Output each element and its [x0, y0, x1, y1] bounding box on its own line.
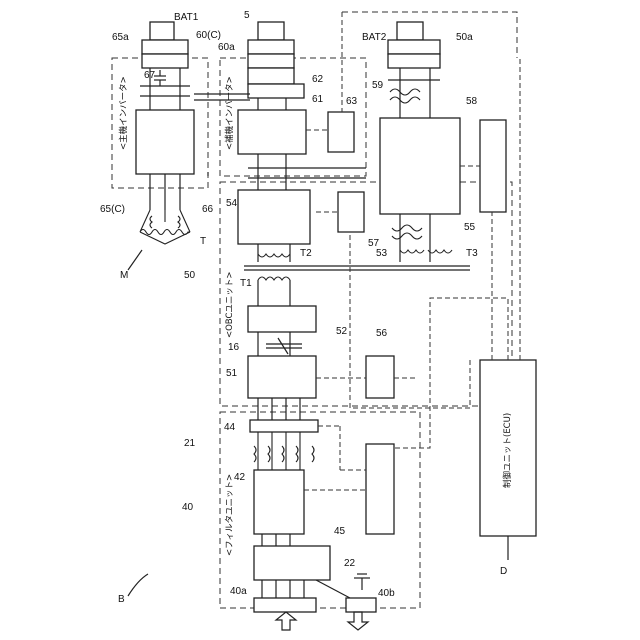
- label-66: 66: [202, 204, 214, 215]
- block-45: [366, 444, 394, 534]
- label-40: 40: [182, 502, 194, 513]
- battery-5: [258, 22, 284, 40]
- label-61: 61: [312, 94, 324, 105]
- caption-ecu: 制御ユニット(ECU): [502, 413, 513, 488]
- block-22: [254, 546, 330, 580]
- caption-aux-inverter: <補機インバータ>: [224, 76, 235, 150]
- inductor-21: [254, 432, 314, 470]
- label-22: 22: [344, 558, 356, 569]
- label-42: 42: [234, 472, 246, 483]
- label-50: 50: [184, 270, 196, 281]
- connector-60a-lower: [248, 68, 294, 84]
- transformer-t1-coil: [258, 277, 290, 280]
- label-45: 45: [334, 526, 346, 537]
- label-D: D: [500, 566, 507, 577]
- label-63: 63: [346, 96, 358, 107]
- connector-60a: [248, 54, 294, 68]
- bat1-connector: [142, 40, 188, 54]
- caption-main-inverter: <主機インバータ>: [118, 76, 129, 150]
- bat1-battery: [150, 22, 174, 40]
- label-5: 5: [244, 10, 250, 21]
- converter-55: [380, 118, 460, 214]
- label-52: 52: [336, 326, 348, 337]
- label-T3: T3: [466, 248, 478, 259]
- block-42: [254, 470, 304, 534]
- block-61: [238, 110, 306, 154]
- connector-65a: [142, 54, 188, 68]
- label-T2: T2: [300, 248, 312, 259]
- label-T1: T1: [240, 278, 252, 289]
- figure-label-B: B: [118, 594, 125, 605]
- label-59: 59: [372, 80, 384, 91]
- connector-50a: [388, 54, 440, 68]
- inductor-59: [390, 89, 420, 103]
- transformer-t3-coil: [400, 250, 452, 253]
- label-58: 58: [466, 96, 478, 107]
- label-65a: 65a: [112, 32, 129, 43]
- converter-54: [238, 190, 310, 244]
- block-44: [250, 420, 318, 432]
- caption-obc-unit: <OBCユニット>: [225, 271, 235, 338]
- label-16: 16: [228, 342, 240, 353]
- label-44: 44: [224, 422, 236, 433]
- input-arrow-icon: [276, 612, 296, 630]
- connector-5: [248, 40, 294, 54]
- motor-m-windings: [140, 210, 190, 244]
- bat2-battery: [397, 22, 423, 40]
- label-60c: 60(C): [196, 30, 221, 41]
- inductor-57: [392, 225, 422, 239]
- label-50a: 50a: [456, 32, 473, 43]
- label-M: M: [120, 270, 128, 281]
- label-62: 62: [312, 74, 324, 85]
- main-inverter-block: [136, 110, 194, 174]
- block-57: [338, 192, 364, 232]
- inlet-40a: [254, 598, 316, 612]
- label-21: 21: [184, 438, 196, 449]
- inlet-40b: [346, 598, 376, 612]
- block-56: [366, 356, 394, 398]
- label-51: 51: [226, 368, 238, 379]
- label-T: T: [200, 236, 206, 247]
- label-67: 67: [144, 70, 156, 81]
- block-58: [480, 120, 506, 212]
- label-60a: 60a: [218, 42, 235, 53]
- block-63: [328, 112, 354, 152]
- bat2-connector: [388, 40, 440, 54]
- label-56: 56: [376, 328, 388, 339]
- caption-filter-unit: <フィルタユニット>: [225, 474, 235, 556]
- block-51: [248, 356, 316, 398]
- label-40b: 40b: [378, 588, 395, 599]
- label-65c: 65(C): [100, 204, 125, 215]
- label-53: 53: [376, 248, 388, 259]
- label-bat2: BAT2: [362, 32, 387, 43]
- output-arrow-icon: [348, 612, 368, 630]
- block-52: [248, 306, 316, 332]
- label-40a: 40a: [230, 586, 247, 597]
- label-54: 54: [226, 198, 238, 209]
- label-bat1: BAT1: [174, 12, 199, 23]
- label-55: 55: [464, 222, 476, 233]
- transformer-t2-coil: [258, 254, 290, 257]
- block-62: [248, 84, 304, 98]
